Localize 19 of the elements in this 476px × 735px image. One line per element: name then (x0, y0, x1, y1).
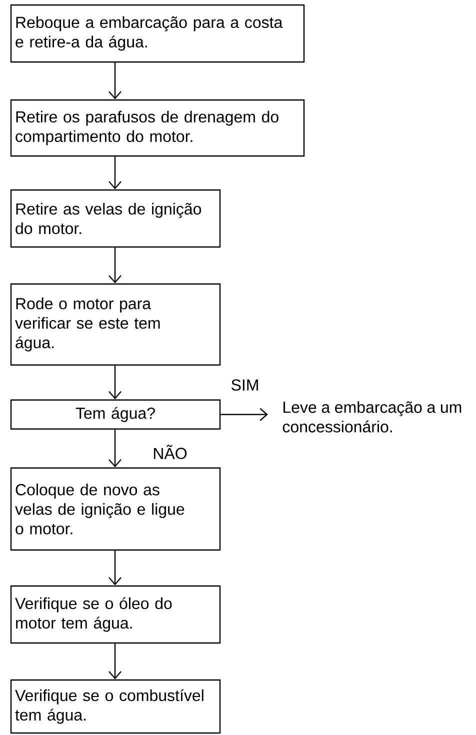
process-box: Reboque a embarcação para a costa e retire-a da água. (10, 4, 305, 63)
arrow (108, 248, 122, 284)
process-box: Verifique se o combustível tem água. (10, 679, 221, 734)
process-box: Coloque de novo as velas de ignição e ligue o motor. (10, 467, 221, 551)
arrow (108, 644, 122, 680)
edge-label: SIM (230, 378, 260, 392)
outcome-text: Leve a embarcação a um concessionário. (282, 401, 462, 432)
process-box: Verifique se o óleo do motor tem água. (10, 585, 221, 644)
arrow (108, 550, 122, 586)
arrow (108, 366, 122, 400)
decision-box: Tem água? (10, 399, 221, 430)
arrow (220, 408, 268, 421)
process-box: Retire os parafusos de drenagem do compartimento do motor. (10, 99, 305, 157)
process-box: Retire as velas de ignição do motor. (10, 189, 221, 248)
arrow (108, 156, 122, 190)
arrow (108, 430, 122, 468)
edge-label: NÃO (152, 444, 188, 460)
arrow (108, 62, 122, 100)
process-box: Rode o motor para verificar se este tem água. (10, 283, 221, 366)
